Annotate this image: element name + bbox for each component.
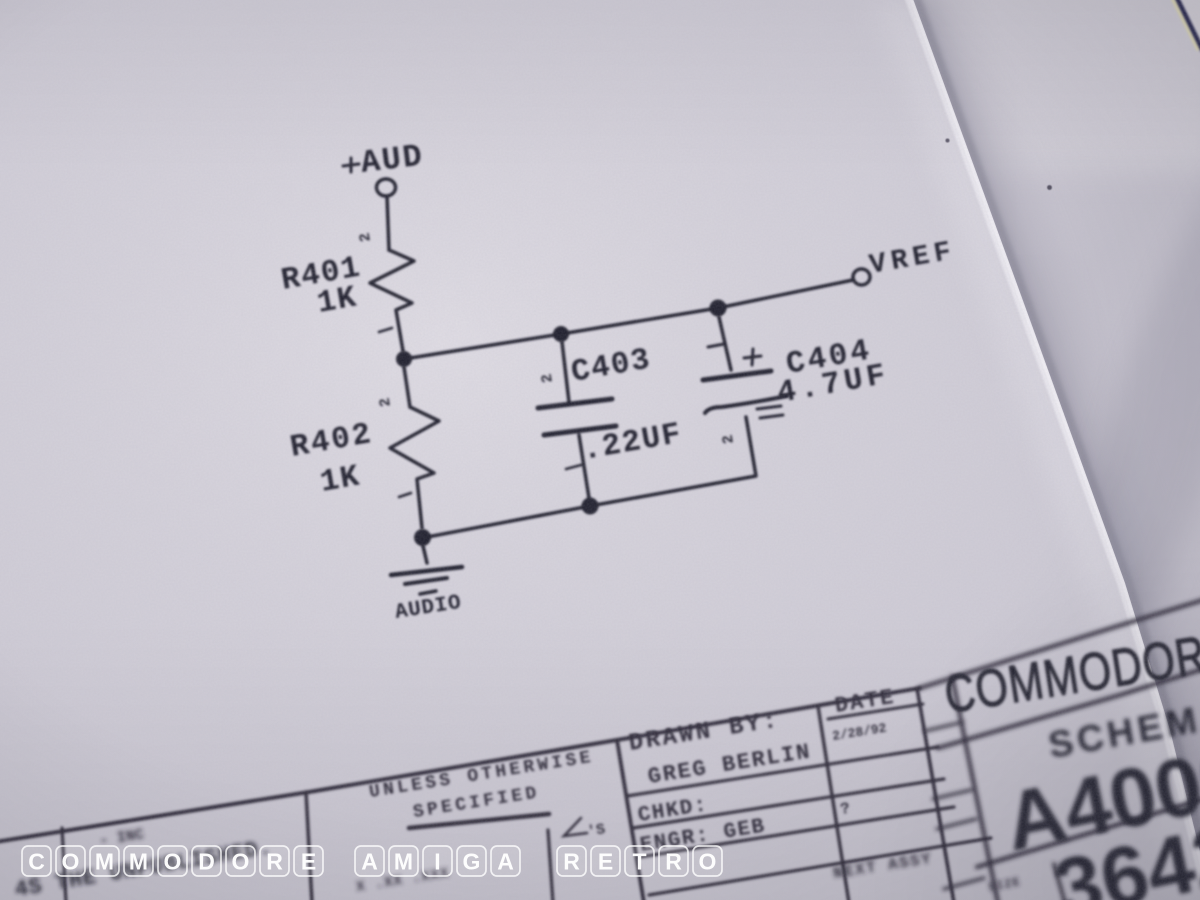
svg-text:M: M [394,849,413,875]
svg-text:M: M [95,849,114,875]
svg-text:G: G [463,849,481,875]
svg-text:R: R [563,849,580,875]
svg-text:O: O [62,849,80,875]
svg-text:C: C [28,849,45,875]
svg-text:T: T [632,849,646,875]
svg-text:O: O [232,849,250,875]
svg-text:A: A [497,849,514,875]
svg-text:M: M [129,849,148,875]
svg-text:O: O [699,849,717,875]
svg-text:A: A [361,849,378,875]
svg-text:E: E [598,849,613,875]
svg-text:R: R [665,849,682,875]
svg-text:R: R [266,849,283,875]
svg-text:I: I [434,849,440,875]
svg-text:O: O [164,849,182,875]
svg-text:E: E [301,849,316,875]
svg-text:D: D [198,849,215,875]
